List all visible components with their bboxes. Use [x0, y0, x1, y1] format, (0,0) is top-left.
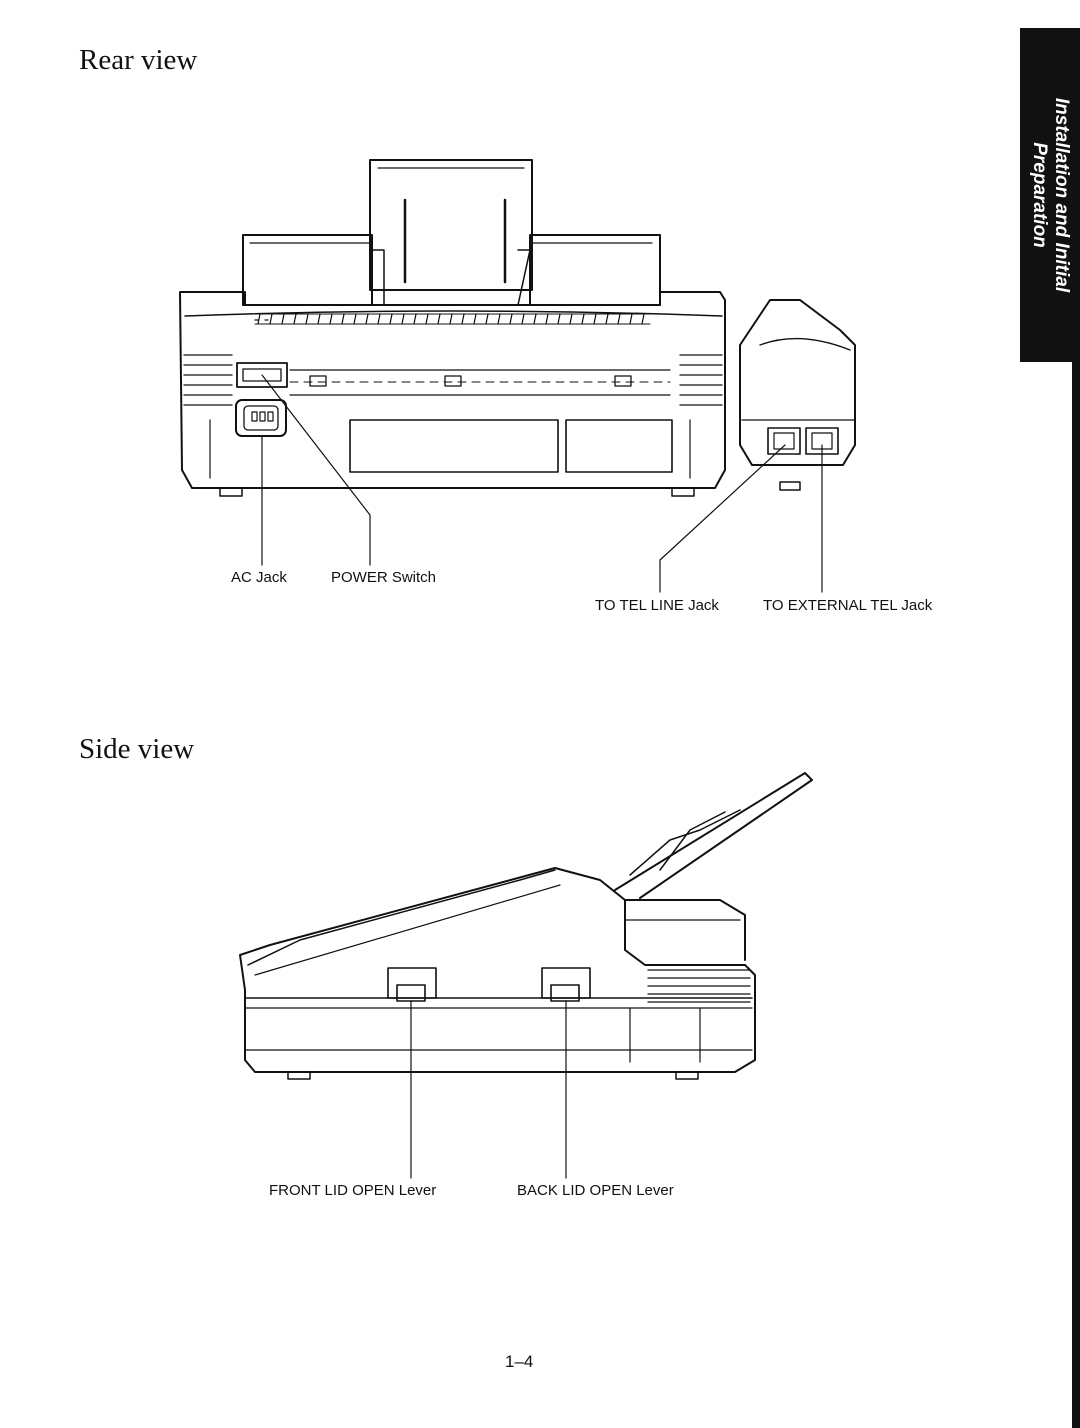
side-view-heading: Side view: [79, 733, 195, 765]
page-edge-bar: [1072, 362, 1080, 1428]
external-tel-jack-label: TO EXTERNAL TEL Jack: [763, 597, 933, 614]
section-tab: Installation and Initial Preparation: [1020, 28, 1080, 362]
power-switch-label: POWER Switch: [331, 569, 437, 586]
page-number: 1–4: [505, 1352, 534, 1371]
ac-jack-label: AC Jack: [231, 569, 287, 586]
back-lid-lever-label: BACK LID OPEN Lever: [517, 1182, 674, 1199]
tel-line-jack-label: TO TEL LINE Jack: [595, 597, 719, 614]
rear-view-illustration: [179, 159, 856, 593]
front-lid-lever-label: FRONT LID OPEN Lever: [269, 1182, 437, 1199]
side-view-illustration: [239, 772, 813, 1179]
rear-view-heading: Rear view: [79, 44, 198, 76]
